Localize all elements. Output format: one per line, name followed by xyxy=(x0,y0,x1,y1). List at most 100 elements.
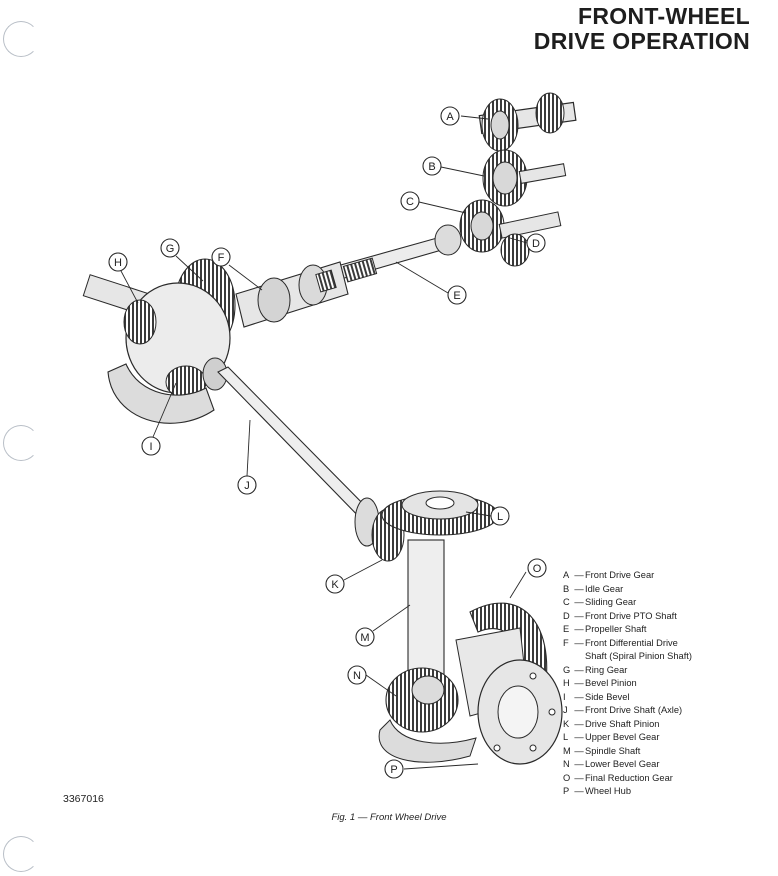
svg-text:J: J xyxy=(244,480,250,492)
leader-f xyxy=(228,264,263,291)
pinion-spline xyxy=(315,269,337,293)
legend-item: K—Drive Shaft Pinion xyxy=(563,718,660,729)
callout-f: F xyxy=(211,247,231,267)
leader-j xyxy=(246,419,251,477)
propeller-shaft-coupling xyxy=(434,224,462,256)
pto-output-gear xyxy=(500,233,530,267)
punch-hole-middle xyxy=(3,425,39,461)
svg-text:K: K xyxy=(331,579,339,591)
callout-h: H xyxy=(108,252,128,272)
svg-text:G: G xyxy=(166,243,175,255)
leader-i xyxy=(152,382,177,438)
legend-item: N—Lower Bevel Gear xyxy=(563,759,660,769)
wheel-stud xyxy=(548,708,556,716)
front-drive-gear-rear xyxy=(535,92,565,134)
svg-text:L: L xyxy=(497,511,503,523)
legend-item: C—Sliding Gear xyxy=(563,597,637,607)
svg-text:O: O xyxy=(533,563,542,575)
hub-flange xyxy=(378,719,477,763)
leader-g xyxy=(175,255,204,282)
punch-hole-bottom xyxy=(3,836,39,872)
callout-n: N xyxy=(347,665,367,685)
page-title: FRONT-WHEEL DRIVE OPERATION xyxy=(534,4,750,54)
callout-m: M xyxy=(355,627,375,647)
callout-i: I xyxy=(141,436,161,456)
parts-legend: A—Front Drive Gear B—Idle Gear C—Sliding… xyxy=(563,569,692,799)
svg-text:B: B xyxy=(428,161,435,173)
leader-d xyxy=(509,237,528,244)
leader-p xyxy=(403,763,479,770)
callout-j: J xyxy=(237,475,257,495)
svg-text:P: P xyxy=(390,764,397,776)
legend-item: O—Final Reduction Gear xyxy=(563,772,673,783)
leader-b xyxy=(440,166,485,177)
callout-l: L xyxy=(490,506,510,526)
leader-h xyxy=(120,270,139,304)
callout-c: C xyxy=(400,191,420,211)
legend-item: F—Front Differential Drive xyxy=(563,637,678,648)
callout-d: D xyxy=(526,233,546,253)
universal-joint-front xyxy=(257,277,291,323)
leader-o xyxy=(509,571,527,599)
svg-text:H: H xyxy=(114,257,122,269)
differential-drive-shaft xyxy=(235,261,349,328)
front-drive-shaft-axle xyxy=(217,366,379,527)
callout-k: K xyxy=(325,574,345,594)
legend-item-continuation: Shaft (Spiral Pinion Shaft) xyxy=(585,651,692,661)
differential-housing-lower xyxy=(107,363,215,424)
sliding-gear-hub xyxy=(470,211,494,241)
legend-item: L—Upper Bevel Gear xyxy=(563,732,660,742)
differential-assembly xyxy=(82,258,236,424)
legend-item: E—Propeller Shaft xyxy=(563,624,647,634)
leader-k xyxy=(343,559,383,581)
leader-a xyxy=(460,115,489,120)
leader-n xyxy=(365,674,397,697)
leader-lines xyxy=(120,115,528,770)
callouts: A B C D E F G H I J K L M N O P xyxy=(108,106,547,779)
figure-caption: Fig. 1 — Front Wheel Drive xyxy=(331,812,447,823)
leader-e xyxy=(395,261,449,294)
svg-text:F: F xyxy=(218,252,225,264)
legend-item: D—Front Drive PTO Shaft xyxy=(563,610,677,621)
callout-o: O xyxy=(527,558,547,578)
legend-item: A—Front Drive Gear xyxy=(563,570,655,580)
propeller-shaft-assembly xyxy=(329,224,462,283)
upper-bevel-assembly xyxy=(354,490,499,562)
upper-bevel-gear-bore xyxy=(425,496,455,510)
legend-item: P—Wheel Hub xyxy=(563,786,631,796)
gear-train-assembly xyxy=(459,92,577,267)
wheel-stud xyxy=(493,744,501,752)
callout-p: P xyxy=(384,759,404,779)
callout-g: G xyxy=(160,238,180,258)
wheel-hub-center xyxy=(497,685,539,739)
callout-a: A xyxy=(440,106,460,126)
legend-item: I—Side Bevel xyxy=(563,691,630,702)
spline-coupling xyxy=(342,257,378,283)
svg-text:E: E xyxy=(453,290,460,302)
spindle-shaft xyxy=(407,539,445,681)
part-number: 3367016 xyxy=(63,793,104,805)
wheel-stud xyxy=(529,744,537,752)
bevel-pinion xyxy=(123,299,157,345)
svg-text:M: M xyxy=(360,632,369,644)
idle-gear-hub xyxy=(492,161,518,195)
svg-text:A: A xyxy=(446,111,454,123)
svg-text:I: I xyxy=(149,441,152,453)
legend-item: B—Idle Gear xyxy=(563,583,624,594)
lower-bevel-gear-hub xyxy=(411,675,445,705)
legend-item: H—Bevel Pinion xyxy=(563,678,637,688)
idle-gear-shaft xyxy=(518,163,567,184)
front-drive-gear-hub xyxy=(490,110,510,140)
front-drive-pto-shaft xyxy=(498,211,562,239)
svg-text:C: C xyxy=(406,196,414,208)
legend-item: M—Spindle Shaft xyxy=(563,745,641,756)
callout-e: E xyxy=(447,285,467,305)
page-title-line-2: DRIVE OPERATION xyxy=(533,28,750,54)
svg-text:D: D xyxy=(532,238,540,250)
leader-m xyxy=(372,604,411,632)
legend-item: J—Front Drive Shaft (Axle) xyxy=(563,705,683,715)
wheel-stud xyxy=(529,672,537,680)
page-title-line-1: FRONT-WHEEL xyxy=(578,3,750,29)
